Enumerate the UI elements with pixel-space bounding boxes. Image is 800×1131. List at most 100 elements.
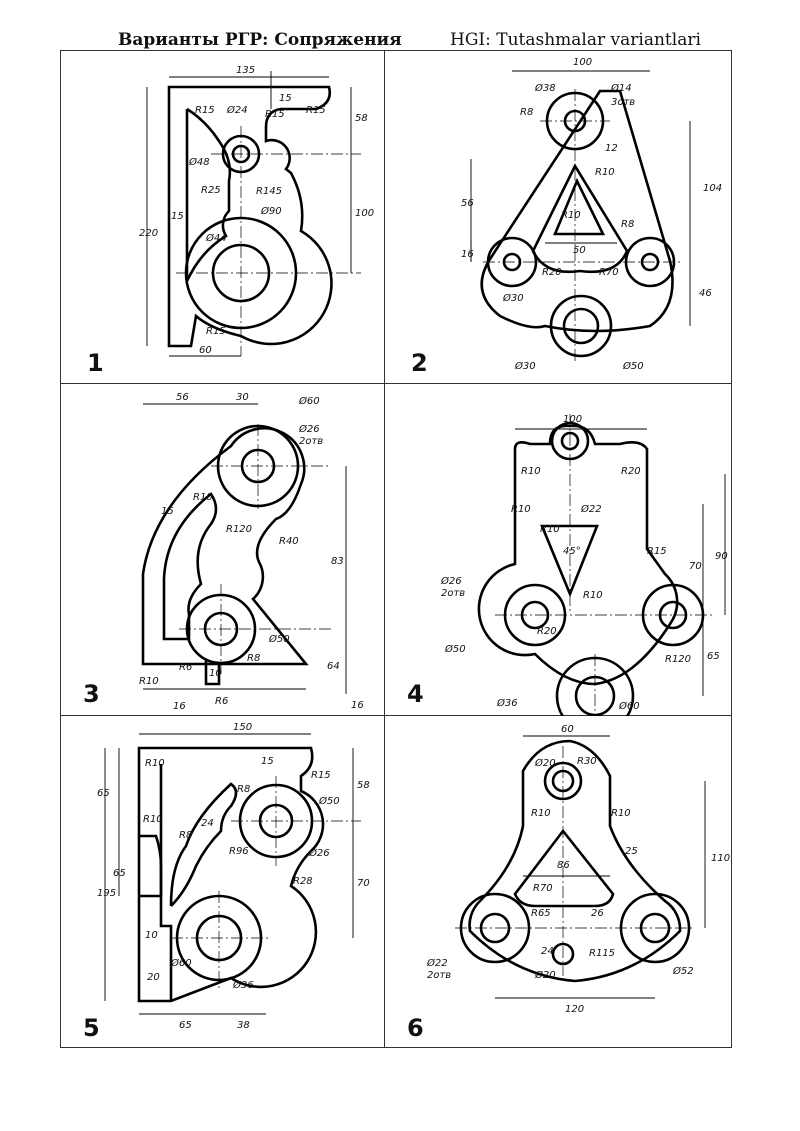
dim-text: 60 bbox=[199, 345, 212, 356]
dim-text: R145 bbox=[256, 186, 282, 197]
dim-text: 16 bbox=[461, 249, 474, 260]
dim-text: R10 bbox=[540, 524, 560, 535]
dim-text: 15 bbox=[161, 506, 174, 517]
dim-text: R96 bbox=[229, 846, 249, 857]
dim-text: R10 bbox=[143, 814, 163, 825]
dim-text: 104 bbox=[703, 183, 722, 194]
dim-text: R15 bbox=[647, 546, 667, 557]
dim-text: 46 bbox=[699, 288, 712, 299]
dim-text: 2отв bbox=[441, 588, 465, 599]
dim-text: R20 bbox=[542, 267, 562, 278]
dim-text: 65 bbox=[113, 868, 126, 879]
dims-layer-3: 56 30 Ø60 Ø26 2отв R10 15 R120 R40 83 Ø5… bbox=[139, 392, 364, 712]
dim-text: R15 bbox=[306, 105, 326, 116]
dim-text: Ø50 bbox=[318, 795, 340, 807]
dim-text: 135 bbox=[236, 65, 255, 76]
dim-text: 20 bbox=[147, 972, 160, 983]
dim-text: Ø60 bbox=[298, 395, 320, 407]
dim-text: R10 bbox=[583, 590, 603, 601]
dim-text: 26 bbox=[591, 908, 604, 919]
variant-cell-3: 56 30 Ø60 Ø26 2отв R10 15 R120 R40 83 Ø5… bbox=[61, 384, 385, 716]
drawing-variant-2 bbox=[470, 70, 691, 361]
dim-text: R65 bbox=[531, 908, 551, 919]
dims-layer-1: 135 15 R15 58 R15 Ø24 R15 Ø48 R25 R145 Ø… bbox=[139, 65, 374, 356]
dim-text: 24 bbox=[201, 818, 214, 829]
dim-text: Ø22 bbox=[580, 503, 602, 515]
dim-text: Ø60 bbox=[618, 700, 640, 712]
dim-text: Ø26 bbox=[298, 423, 320, 435]
page-title-right: HGI: Tutashmalar variantlari bbox=[450, 30, 701, 50]
dim-text: R120 bbox=[226, 524, 252, 535]
dim-text: Ø36 bbox=[232, 979, 254, 991]
dim-text: 120 bbox=[565, 1004, 584, 1015]
dim-text: 16 bbox=[173, 701, 186, 712]
dims-layer-5: 150 R10 15 R15 58 65 R8 Ø50 R10 R8 24 R9… bbox=[97, 722, 370, 1031]
dim-text: R10 bbox=[139, 676, 159, 687]
dim-text: 10 bbox=[209, 668, 222, 679]
dim-text: 56 bbox=[461, 198, 474, 209]
dim-text: R8 bbox=[237, 784, 250, 795]
dim-text: 15 bbox=[171, 211, 184, 222]
dim-text: R10 bbox=[193, 492, 213, 503]
dim-text: R10 bbox=[521, 466, 541, 477]
dim-text: R10 bbox=[595, 167, 615, 178]
dim-text: 2отв bbox=[299, 436, 323, 447]
dim-text: Ø52 bbox=[672, 965, 694, 977]
variant-number: 2 bbox=[411, 349, 428, 377]
dim-text: Ø36 bbox=[496, 697, 518, 709]
dim-text: 60 bbox=[561, 724, 574, 735]
dim-text: Ø30 bbox=[514, 360, 536, 372]
dim-text: Ø90 bbox=[260, 205, 282, 217]
dim-text: 25 bbox=[625, 846, 638, 857]
dim-text: R15 bbox=[265, 109, 285, 120]
dim-text: 65 bbox=[707, 651, 720, 662]
dims-layer-4: 100 R10 R20 R10 Ø22 R10 45° R15 70 90 Ø2… bbox=[440, 414, 728, 712]
drawing-variant-6 bbox=[455, 735, 706, 999]
dim-text: R8 bbox=[179, 830, 192, 841]
dim-text: 56 bbox=[176, 392, 189, 403]
dim-text: R28 bbox=[293, 876, 313, 887]
dim-text: R70 bbox=[599, 267, 619, 278]
dim-text: 2отв bbox=[427, 970, 451, 981]
dim-text: 3отв bbox=[611, 97, 635, 108]
drawing-variant-4 bbox=[477, 414, 726, 716]
dim-text: R30 bbox=[577, 756, 597, 767]
dim-text: 38 bbox=[237, 1020, 250, 1031]
variant-number: 6 bbox=[407, 1014, 424, 1042]
dim-text: R6 bbox=[179, 662, 192, 673]
dim-text: R120 bbox=[665, 654, 691, 665]
dim-text: R40 bbox=[279, 536, 299, 547]
dim-text: 100 bbox=[355, 208, 374, 219]
dim-text: Ø38 bbox=[534, 82, 556, 94]
dim-text: 150 bbox=[233, 722, 252, 733]
dim-text: Ø24 bbox=[226, 104, 248, 116]
dim-text: R10 bbox=[561, 210, 581, 221]
dim-text: Ø48 bbox=[188, 156, 210, 168]
dim-text: 64 bbox=[327, 661, 340, 672]
dim-text: R6 bbox=[215, 696, 228, 707]
dim-text: Ø14 bbox=[610, 82, 632, 94]
dim-text: 58 bbox=[357, 780, 370, 791]
dim-text: Ø22 bbox=[426, 957, 448, 969]
variant-number: 4 bbox=[407, 680, 424, 708]
dim-text: 83 bbox=[331, 556, 344, 567]
variant-cell-2: 100 Ø38 Ø14 3отв R8 12 R10 104 56 R10 R8… bbox=[385, 51, 731, 384]
dim-text: Ø60 bbox=[170, 957, 192, 969]
dim-text: 100 bbox=[563, 414, 582, 425]
dim-text: R115 bbox=[589, 948, 615, 959]
dim-text: 110 bbox=[711, 853, 730, 864]
dim-text: 50 bbox=[573, 245, 586, 256]
page-title-left: Варианты РГР: Сопряжения bbox=[118, 30, 402, 50]
dim-text: R10 bbox=[511, 504, 531, 515]
dim-text: 220 bbox=[139, 228, 158, 239]
dim-text: R10 bbox=[611, 808, 631, 819]
dim-text: R20 bbox=[621, 466, 641, 477]
dim-text: Ø20 bbox=[534, 969, 556, 981]
dim-text: R25 bbox=[201, 185, 221, 196]
dim-text: 30 bbox=[236, 392, 249, 403]
dim-text: 45° bbox=[563, 546, 581, 557]
drawing-variant-1 bbox=[146, 71, 361, 357]
variant-number: 5 bbox=[83, 1014, 100, 1042]
variant-cell-4: 100 R10 R20 R10 Ø22 R10 45° R15 70 90 Ø2… bbox=[385, 384, 731, 716]
dim-text: 100 bbox=[573, 57, 592, 68]
